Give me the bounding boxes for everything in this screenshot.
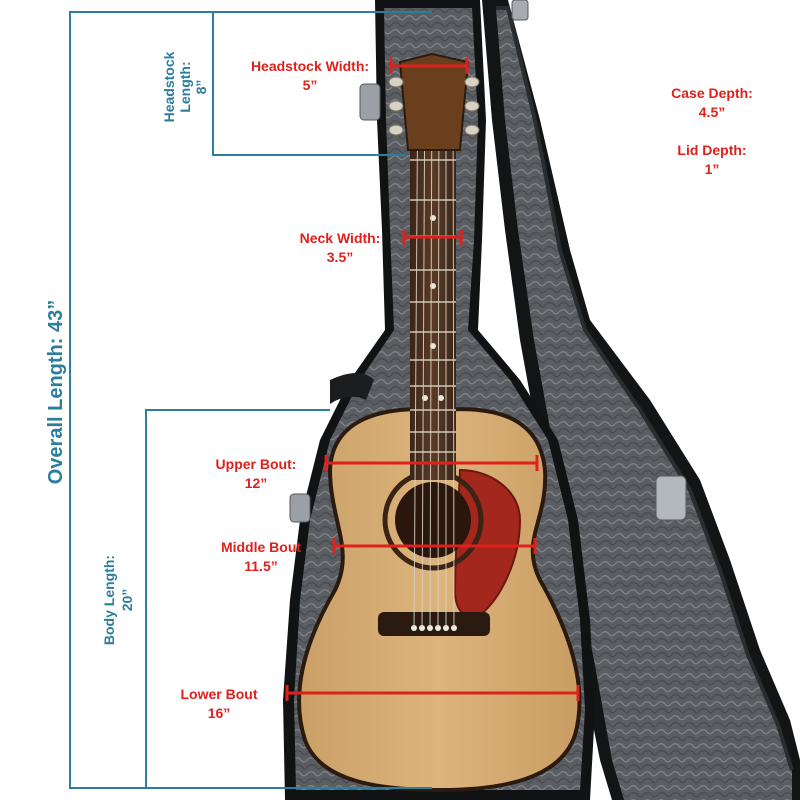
middle-bout-label: Middle Bout 11.5” [196,538,326,576]
headstock-width-line [389,58,469,74]
upper-bout-label: Upper Bout: 12” [196,455,316,493]
body-length-value: 20” [119,588,135,612]
lower-bout-label: Lower Bout 16” [160,685,278,723]
headstock-length-text-2: Length: [177,61,193,113]
headstock-length-text: Headstock [161,51,177,123]
case-handle-icon [330,373,374,404]
case-depth-label: Case Depth: 4.5” [648,84,776,122]
guitar-headstock [388,52,480,151]
overall-length-label: Overall Length: 43” [39,262,73,522]
lower-bout-text: Lower Bout [180,686,258,702]
case-hinge-icon [511,0,529,21]
middle-bout-value: 11.5” [244,558,278,574]
neck-width-label: Neck Width: 3.5” [272,229,408,267]
body-length-bracket [145,409,330,789]
guitar-body [297,407,582,793]
upper-bout-text: Upper Bout: [215,456,297,472]
case-latch-icon [289,83,687,523]
overall-length-text: Overall Length: 43” [45,299,67,485]
neck-width-line [402,229,463,245]
upper-bout-value: 12” [244,475,268,491]
neck-width-text: Neck Width: [299,230,381,246]
headstock-length-value: 8” [193,79,209,95]
lid-depth-value: 1” [704,161,720,177]
headstock-length-label: Headstock Length: 8” [161,27,215,147]
lower-bout-line [285,685,580,701]
case-depth-text: Case Depth: [671,85,753,101]
headstock-width-value: 5” [302,77,318,93]
headstock-length-bracket [212,11,405,156]
headstock-width-label: Headstock Width: 5” [225,57,395,95]
middle-bout-line [332,538,537,554]
neck-width-value: 3.5” [326,249,354,265]
upper-bout-line [324,455,539,471]
body-length-text: Body Length: [101,554,117,646]
lid-depth-label: Lid Depth: 1” [648,141,776,179]
lower-bout-value: 16” [207,705,231,721]
lid-depth-text: Lid Depth: [677,142,747,158]
guitar-neck [410,59,456,631]
case-depth-value: 4.5” [698,104,726,120]
headstock-width-text: Headstock Width: [250,58,370,74]
middle-bout-text: Middle Bout [220,539,302,555]
body-length-label: Body Length: 20” [100,530,140,670]
case-lid [482,0,800,800]
